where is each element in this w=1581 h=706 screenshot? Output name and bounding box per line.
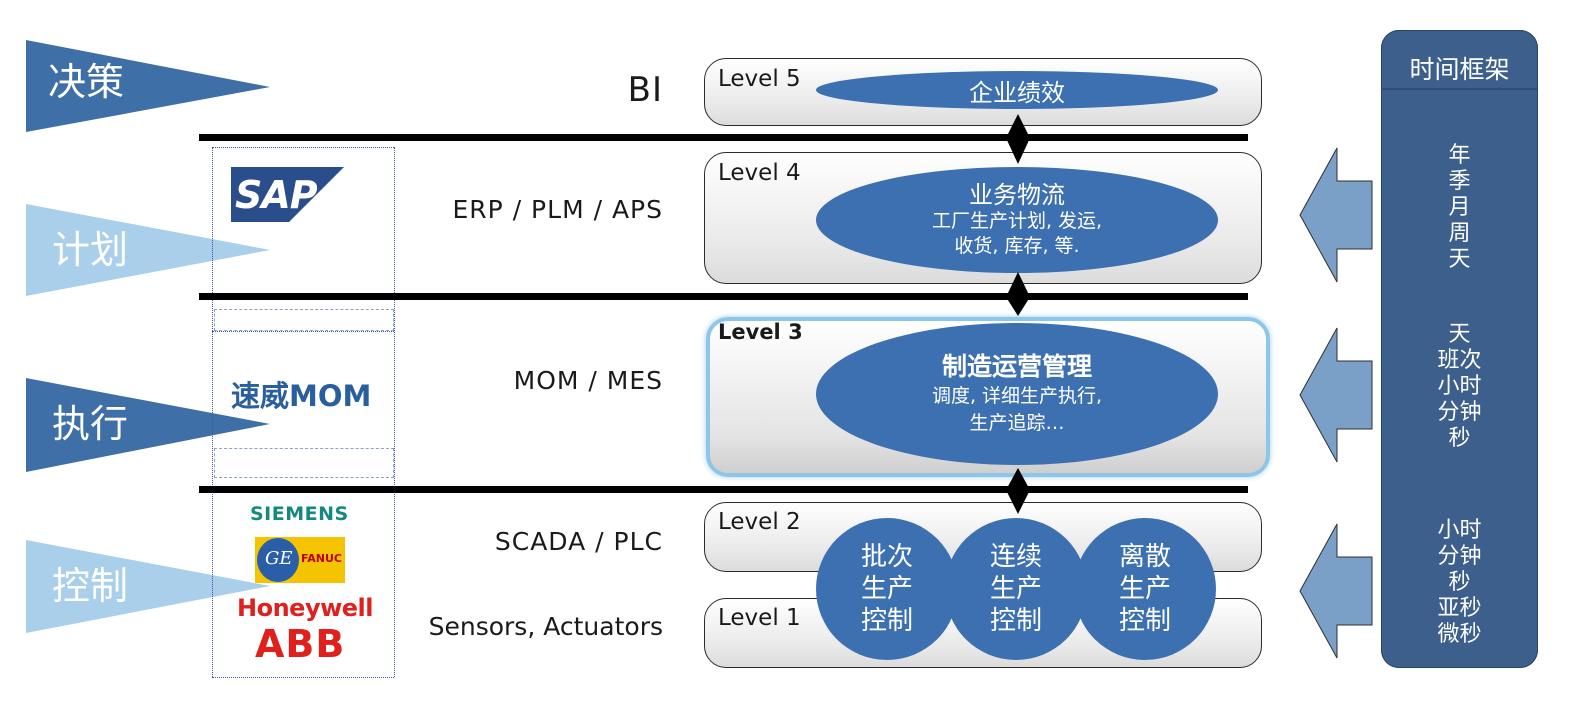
sap-logo: SAP xyxy=(231,167,344,222)
tf2-item3: 小时 xyxy=(1437,374,1482,399)
batch-control-circle: 批次 生产 控制 xyxy=(816,518,958,660)
ge-logo-text: GE xyxy=(265,548,293,569)
tf3-item4: 亚秒 xyxy=(1437,596,1482,621)
circle-3-line1: 离散 xyxy=(1118,542,1171,572)
left-triangles xyxy=(26,40,270,633)
category-execute: 执行 xyxy=(52,402,129,446)
tf2-item5: 秒 xyxy=(1448,426,1471,451)
tf1-item2: 季 xyxy=(1448,169,1471,194)
ge-logo-icon xyxy=(257,538,299,582)
level-3-title: 制造运营管理 xyxy=(941,352,1092,381)
level-5-title: 企业绩效 xyxy=(969,78,1065,107)
tf1-item4: 周 xyxy=(1448,221,1471,246)
system-bi: BI xyxy=(627,70,663,110)
circle-3-line2: 生产 xyxy=(1118,574,1171,604)
tf2-item2: 班次 xyxy=(1437,348,1482,373)
time-frame-column xyxy=(1381,30,1538,668)
time-frame-group-3: 小时 分钟 秒 亚秒 微秒 xyxy=(1381,518,1538,648)
vendor-dashed-box-2 xyxy=(214,448,394,478)
level-3-line1: 调度, 详细生产执行, xyxy=(931,385,1103,407)
triangle-plan xyxy=(26,204,270,296)
category-plan: 计划 xyxy=(52,228,129,272)
level-3-ellipse: 制造运营管理 调度, 详细生产执行, 生产追踪… xyxy=(816,323,1218,465)
time-frame-header-band xyxy=(1381,88,1538,90)
circle-3-line3: 控制 xyxy=(1118,606,1171,636)
system-erp: ERP / PLM / APS xyxy=(452,195,663,224)
abb-logo: ABB xyxy=(255,622,346,666)
level-4-line1: 工厂生产计划, 发运, xyxy=(931,210,1103,232)
tf3-item3: 秒 xyxy=(1448,570,1471,595)
connector-diamond-2 xyxy=(1006,272,1030,316)
time-arrows xyxy=(1299,147,1373,659)
honeywell-logo: Honeywell xyxy=(237,594,373,622)
system-mom: MOM / MES xyxy=(513,366,663,395)
triangle-execute xyxy=(26,378,270,472)
level-3-line2: 生产追踪… xyxy=(969,412,1065,434)
circle-2-line3: 控制 xyxy=(989,606,1042,636)
discrete-control-circle: 离散 生产 控制 xyxy=(1074,518,1216,660)
connector-diamond-1 xyxy=(1006,114,1030,164)
tf3-item2: 分钟 xyxy=(1437,544,1482,569)
level-5-label: Level 5 xyxy=(718,66,801,92)
time-arrow-1 xyxy=(1299,147,1373,283)
circle-2-line1: 连续 xyxy=(989,542,1042,572)
time-arrow-2 xyxy=(1299,327,1373,463)
system-sensors: Sensors, Actuators xyxy=(428,612,663,641)
vendor-column-bottom-border xyxy=(212,677,394,678)
circle-1-line2: 生产 xyxy=(860,574,913,604)
divider-bar-1 xyxy=(199,134,1248,141)
time-frame-group-2: 天 班次 小时 分钟 秒 xyxy=(1381,322,1538,452)
tf2-item4: 分钟 xyxy=(1437,400,1482,425)
vendor-column-left-border xyxy=(212,147,213,677)
circle-1-line1: 批次 xyxy=(860,542,913,572)
vendor-divider-1 xyxy=(212,331,394,332)
level-4-title: 业务物流 xyxy=(969,181,1065,209)
level-1-label: Level 1 xyxy=(718,605,801,631)
tf1-item5: 天 xyxy=(1448,247,1471,272)
ge-fanuc-logo: GE FANUC xyxy=(255,537,345,583)
sumway-mom-logo: 速威MOM xyxy=(231,379,372,413)
tf1-item3: 月 xyxy=(1448,195,1471,220)
circle-1-line3: 控制 xyxy=(860,606,913,636)
divider-bar-2 xyxy=(199,293,1248,300)
level-connectors xyxy=(1006,114,1030,514)
sap-logo-text: SAP xyxy=(235,173,318,217)
time-frame-title: 时间框架 xyxy=(1409,55,1510,84)
vendor-column-right-border xyxy=(394,147,395,677)
category-control: 控制 xyxy=(52,564,129,608)
level-4-line2: 收货, 库存, 等. xyxy=(954,235,1080,257)
fanuc-logo-text: FANUC xyxy=(301,552,342,565)
triangle-decision xyxy=(26,40,270,132)
siemens-logo: SIEMENS xyxy=(250,503,349,525)
time-frame-group-1: 年 季 月 周 天 xyxy=(1381,143,1538,273)
tf2-item1: 天 xyxy=(1448,322,1471,347)
system-scada: SCADA / PLC xyxy=(494,527,663,556)
vendor-column-top-border xyxy=(212,147,394,148)
tf3-item1: 小时 xyxy=(1437,518,1482,543)
level-2-label: Level 2 xyxy=(718,509,801,535)
tf3-item5: 微秒 xyxy=(1437,622,1482,647)
level-5-ellipse: 企业绩效 xyxy=(816,71,1218,109)
triangle-control xyxy=(26,540,270,633)
continuous-control-circle: 连续 生产 控制 xyxy=(945,518,1087,660)
level-3-label: Level 3 xyxy=(718,320,803,344)
time-arrow-3 xyxy=(1299,523,1373,659)
divider-bar-3 xyxy=(199,486,1248,493)
tf1-item1: 年 xyxy=(1448,143,1471,168)
vendor-dashed-box-1 xyxy=(214,309,394,331)
circle-2-line2: 生产 xyxy=(989,574,1042,604)
level-4-label: Level 4 xyxy=(718,160,801,186)
connector-diamond-3 xyxy=(1006,468,1030,514)
category-decision: 决策 xyxy=(48,60,125,104)
level-4-ellipse: 业务物流 工厂生产计划, 发运, 收货, 库存, 等. xyxy=(816,167,1218,273)
